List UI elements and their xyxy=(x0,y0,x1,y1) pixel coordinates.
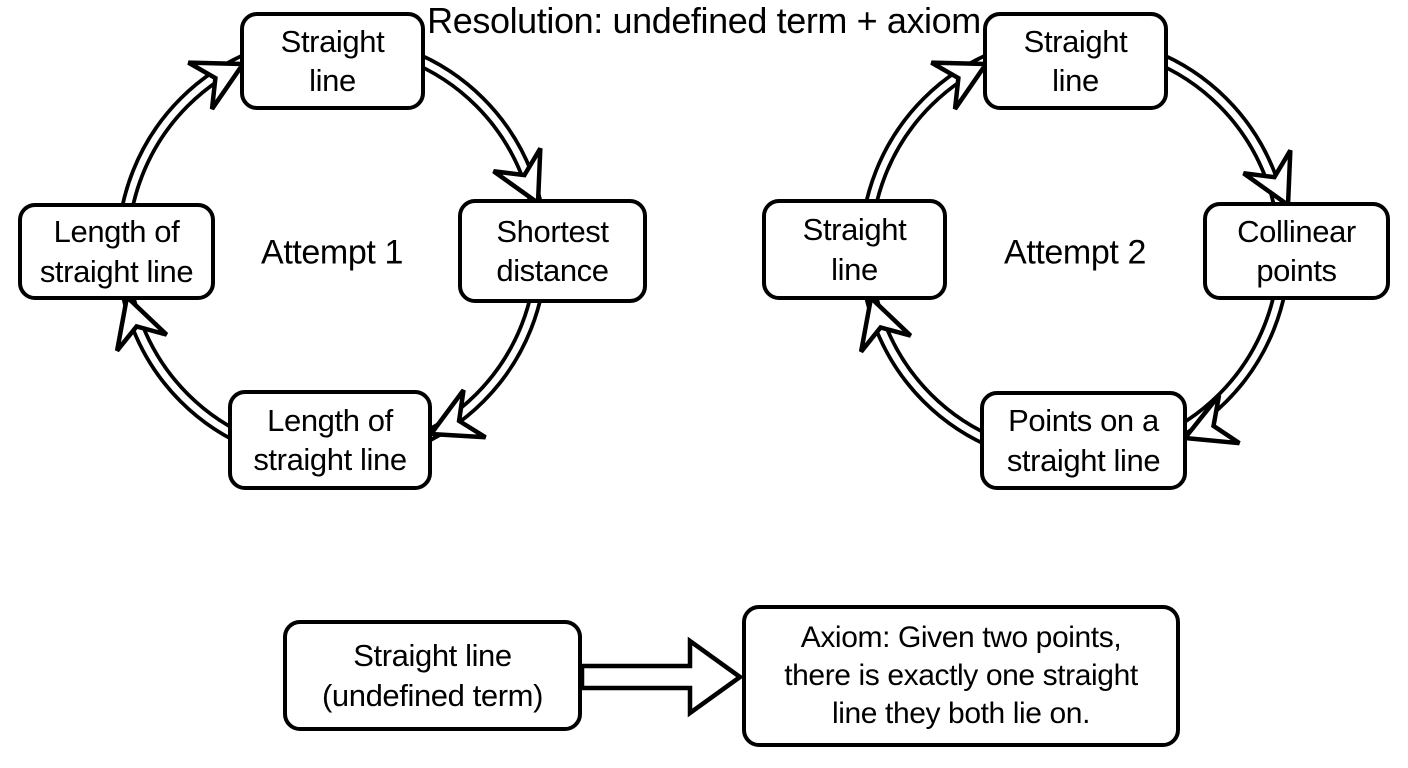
resolution-arrow-icon xyxy=(579,636,744,718)
cycle1-arrowhead-right-to-bottom-icon xyxy=(426,388,487,440)
cycle1-node-left: Length of straight line xyxy=(18,203,215,300)
cycle2-arrowhead-bottom-to-left-icon xyxy=(858,293,913,354)
cycle2-node-left: Straight line xyxy=(762,199,947,300)
resolution-source-box: Straight line (undefined term) xyxy=(283,620,582,731)
cycle2-node-right: Collinear points xyxy=(1203,202,1390,300)
cycle1-arrowhead-top-to-right-icon xyxy=(492,147,543,208)
cycle2-arrowhead-top-to-right-icon xyxy=(1242,149,1293,210)
cycle2-arrowhead-left-to-top-icon xyxy=(930,60,991,111)
cycle1-arrowhead-bottom-to-left-icon xyxy=(114,292,169,353)
cycle1-node-bottom: Length of straight line xyxy=(228,390,432,490)
cycle1-node-top: Straight line xyxy=(240,12,425,110)
cycle2-node-bottom: Points on a straight line xyxy=(980,391,1187,490)
cycle1-arrowhead-left-to-top-icon xyxy=(187,60,248,111)
cycle2-arrowhead-right-to-bottom-icon xyxy=(1180,393,1241,446)
cycle2-node-top: Straight line xyxy=(983,12,1168,110)
resolution-axiom-box: Axiom: Given two points, there is exactl… xyxy=(742,605,1180,747)
cycle1-node-right: Shortest distance xyxy=(458,199,647,303)
resolution-title: Resolution: undefined term + axiom xyxy=(427,0,981,41)
cycle2-title: Attempt 2 xyxy=(1004,233,1146,272)
cycle1-title: Attempt 1 xyxy=(261,233,403,272)
